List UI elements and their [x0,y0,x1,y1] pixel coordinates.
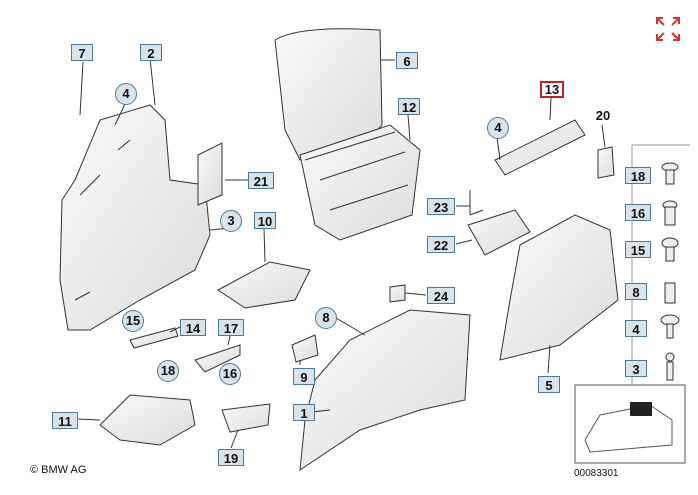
label-8-circle[interactable]: 8 [315,307,337,329]
label-14[interactable]: 14 [180,319,206,336]
label-3[interactable]: 3 [625,360,647,377]
label-2[interactable]: 2 [140,44,162,61]
label-1[interactable]: 1 [293,404,315,421]
frame-part [99,394,196,446]
small-clip-part [291,334,319,363]
expand-arrows-icon[interactable] [655,16,681,42]
label-15-circle[interactable]: 15 [122,310,144,332]
label-18-circle[interactable]: 18 [157,360,179,382]
clip-part [597,146,615,179]
label-17[interactable]: 17 [218,319,244,336]
label-19[interactable]: 19 [218,449,244,466]
card-part [197,142,223,206]
label-6[interactable]: 6 [396,52,418,69]
label-8[interactable]: 8 [625,283,647,300]
label-16[interactable]: 16 [625,204,651,221]
spring-part [469,190,484,216]
label-10[interactable]: 10 [254,212,276,229]
label-7[interactable]: 7 [71,44,93,61]
right-panel-part [499,214,619,361]
label-18[interactable]: 18 [625,167,651,184]
label-15[interactable]: 15 [625,241,651,258]
label-9[interactable]: 9 [293,368,315,385]
copyright-text: © BMW AG [30,464,87,476]
label-4-circle[interactable]: 4 [115,83,137,105]
label-13[interactable]: 13 [540,81,564,98]
vehicle-thumbnail-car [584,404,673,453]
label-16-circle[interactable]: 16 [219,363,241,385]
side-trim-panel-part [59,104,211,331]
cover-part [217,261,311,309]
label-22[interactable]: 22 [427,236,455,253]
label-5[interactable]: 5 [538,376,560,393]
vehicle-thumbnail-highlight [630,402,652,416]
hook-part [194,344,241,373]
label-4-circle[interactable]: 4 [487,117,509,139]
label-4[interactable]: 4 [625,320,647,337]
diagram-number: 00083301 [574,468,619,479]
storage-box-part [299,124,421,241]
label-11[interactable]: 11 [52,412,78,429]
block-part [221,403,271,433]
lower-trim-part [299,309,471,472]
label-3-circle[interactable]: 3 [220,210,242,232]
bracket-part [129,327,179,349]
vehicle-thumbnail-frame [574,384,686,464]
handle-part [467,209,531,256]
label-12[interactable]: 12 [398,98,420,115]
label-21[interactable]: 21 [248,172,274,189]
fastener-part [389,284,406,303]
rail-part [494,119,586,176]
label-24[interactable]: 24 [427,287,455,304]
label-20[interactable]: 20 [595,108,611,123]
leader-lines [76,57,606,449]
label-23[interactable]: 23 [427,198,455,215]
fastener-column [660,162,680,381]
